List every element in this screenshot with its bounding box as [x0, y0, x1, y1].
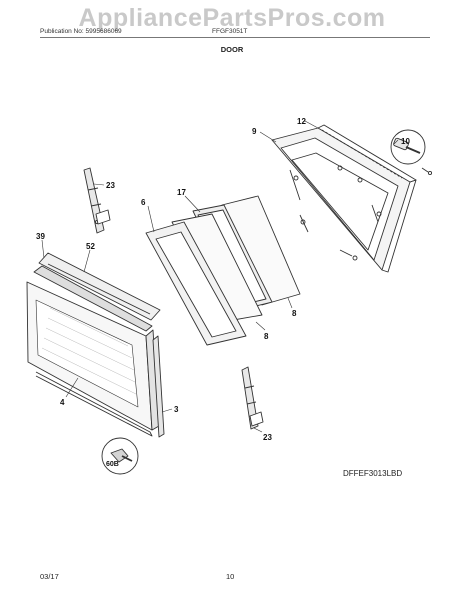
page-number: 10: [226, 572, 235, 581]
diagram-code: DFFEF3013LBD: [343, 469, 403, 478]
inner-door-liner: [271, 127, 411, 271]
screw-detail: [101, 437, 139, 475]
inner-door-panel: [145, 221, 247, 346]
side-trim: [152, 335, 165, 438]
model-number: FFGF3051T: [212, 28, 248, 35]
hinge-upper: [83, 167, 111, 234]
door-handle-trim: [33, 252, 161, 332]
outer-door-panel: [26, 281, 160, 437]
callout-60b: 60B: [106, 461, 119, 468]
hinge-pin: [390, 129, 433, 176]
hinge-lower: [241, 366, 264, 430]
footer-date: 03/17: [40, 572, 59, 581]
callout-39: 39: [36, 232, 45, 241]
callout-23-bottom: 23: [263, 433, 272, 442]
publication-number: Publication No: 5995686069: [40, 28, 122, 35]
callout-10: 10: [401, 137, 410, 146]
callout-17: 17: [177, 188, 186, 197]
callout-9: 9: [252, 127, 257, 136]
leader-lines: [41, 120, 399, 433]
header-divider: [40, 37, 430, 38]
door-seal-frame: [317, 124, 417, 273]
callout-52: 52: [86, 242, 95, 251]
callout-8-upper: 8: [292, 309, 297, 318]
callout-3: 3: [174, 405, 179, 414]
section-title: DOOR: [220, 45, 244, 54]
watermark: AppliancePartsPros.com: [78, 4, 386, 32]
callout-12: 12: [297, 117, 306, 126]
callout-6: 6: [141, 198, 146, 207]
callout-4: 4: [60, 398, 65, 407]
callout-23-top: 23: [106, 181, 115, 190]
callout-8-lower: 8: [264, 332, 269, 341]
